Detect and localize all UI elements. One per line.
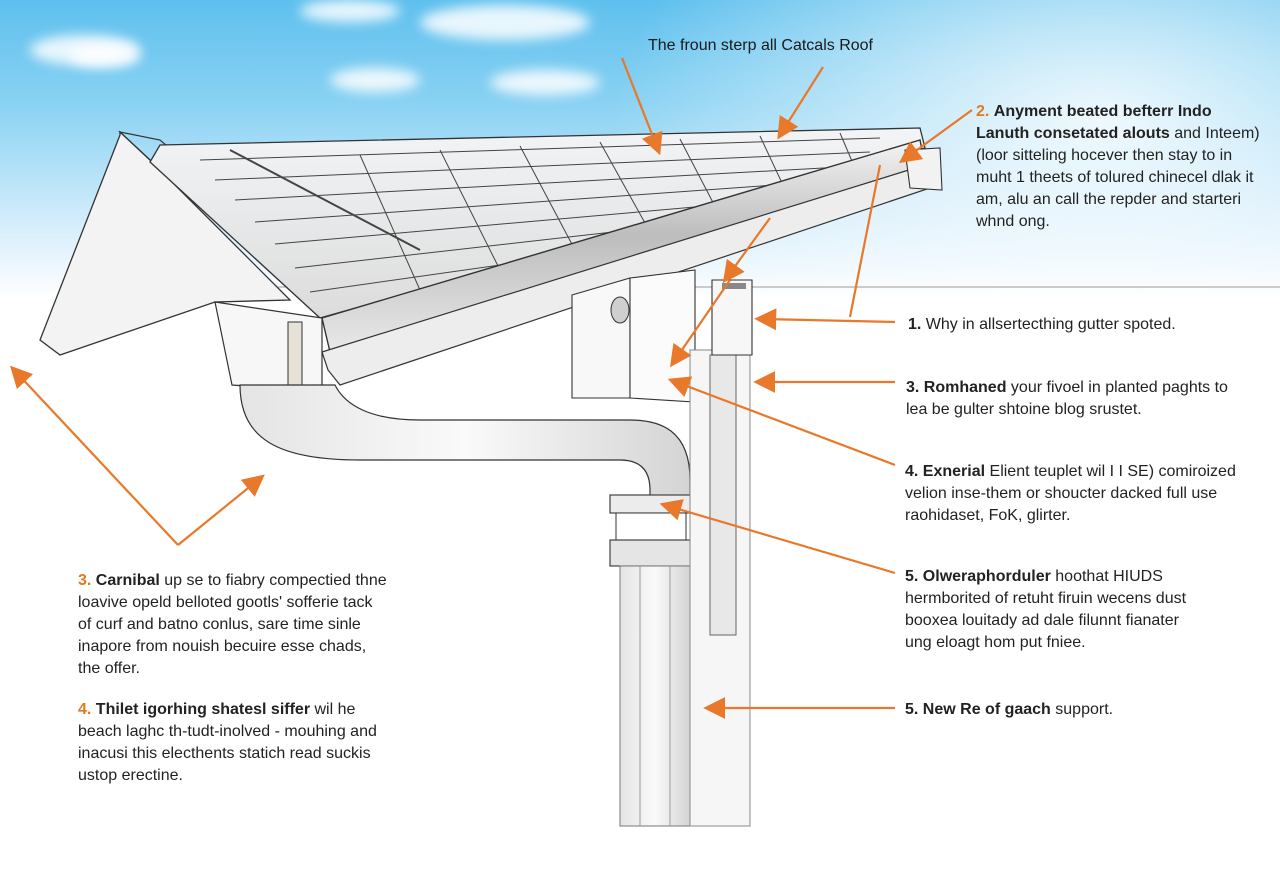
downspout-pipe — [619, 349, 751, 827]
arrow-outlet — [722, 217, 771, 284]
callout-number: 3. — [906, 379, 920, 396]
callout-number: 3. — [78, 572, 92, 589]
callout-body: up se to fiabry compectied thne loavive … — [78, 572, 387, 677]
callout-lead: Carnibal — [95, 572, 160, 589]
callout-body: Why in allsertecthing gutter spoted. — [925, 316, 1176, 333]
callout-number: 2. — [976, 103, 990, 120]
callout-arrows — [9, 57, 973, 719]
callout-1: 1. Why in allsertecthing gutter spoted. — [908, 314, 1248, 336]
callout-body: wil he beach laghc th-tudt-inolved - mou… — [78, 701, 377, 784]
callout-lead: Exnerial — [922, 463, 986, 480]
callout-lead: Olweraphorduler — [922, 568, 1051, 585]
callout-number: 4. — [78, 701, 92, 718]
pipe-connectors — [609, 494, 697, 567]
arrow-title-left — [620, 57, 663, 156]
callout-4: 4. Exnerial Elient teuplet wil I I SE) c… — [905, 461, 1245, 527]
callout-left-3: 3. Carnibal up se to fiabry compectied t… — [78, 570, 388, 680]
callout-2: 2. Anyment beated befterr Indo Lanuth co… — [976, 101, 1266, 233]
callout-lead: Thilet igorhing shatesl siffer — [95, 701, 311, 718]
arrow-callout-5 — [659, 499, 896, 575]
callout-left-4: 4. Thilet igorhing shatesl siffer wil he… — [78, 699, 388, 787]
arrow-callout-1 — [754, 308, 896, 331]
callout-number: 1. — [908, 316, 922, 333]
callout-number: 4. — [905, 463, 919, 480]
arrow-title-right — [777, 66, 824, 140]
callout-3: 3. Romhaned your fivoel in planted paght… — [906, 377, 1246, 421]
callout-body: Elient teuplet wil I I SE) comiroized ve… — [905, 463, 1236, 524]
arrow-callout-2-tail — [848, 164, 882, 318]
rafter-section — [214, 301, 323, 395]
downspout-elbow — [239, 384, 691, 506]
callout-number: 5. — [905, 701, 919, 718]
callout-number: 5. — [905, 568, 919, 585]
callout-body: and Inteem) (loor sitteling hocever then… — [976, 125, 1260, 230]
arrow-left-up — [9, 365, 179, 546]
arrow-callout-4 — [667, 376, 896, 467]
arrow-wall — [670, 279, 731, 368]
diagram-title: The froun sterp all Catcals Roof — [648, 37, 873, 54]
callout-body: support. — [1055, 701, 1114, 718]
callout-6: 5. New Re of gaach support. — [905, 699, 1245, 721]
gutter-outlet — [711, 279, 753, 356]
arrow-callout-2 — [898, 109, 973, 164]
callout-5: 5. Olweraphorduler hoothat HIUDS hermbor… — [905, 566, 1205, 654]
callout-lead: New Re of gaach — [922, 701, 1051, 718]
roof-tiles — [149, 127, 926, 319]
callout-body: your fivoel in planted paghts to lea be … — [906, 379, 1228, 418]
callout-lead: Romhaned — [923, 379, 1007, 396]
callout-body: hoothat HIUDS hermborited of retuht firu… — [905, 568, 1187, 651]
arrow-left-right — [177, 474, 265, 546]
callout-lead: Anyment beated befterr Indo Lanuth conse… — [976, 103, 1212, 142]
